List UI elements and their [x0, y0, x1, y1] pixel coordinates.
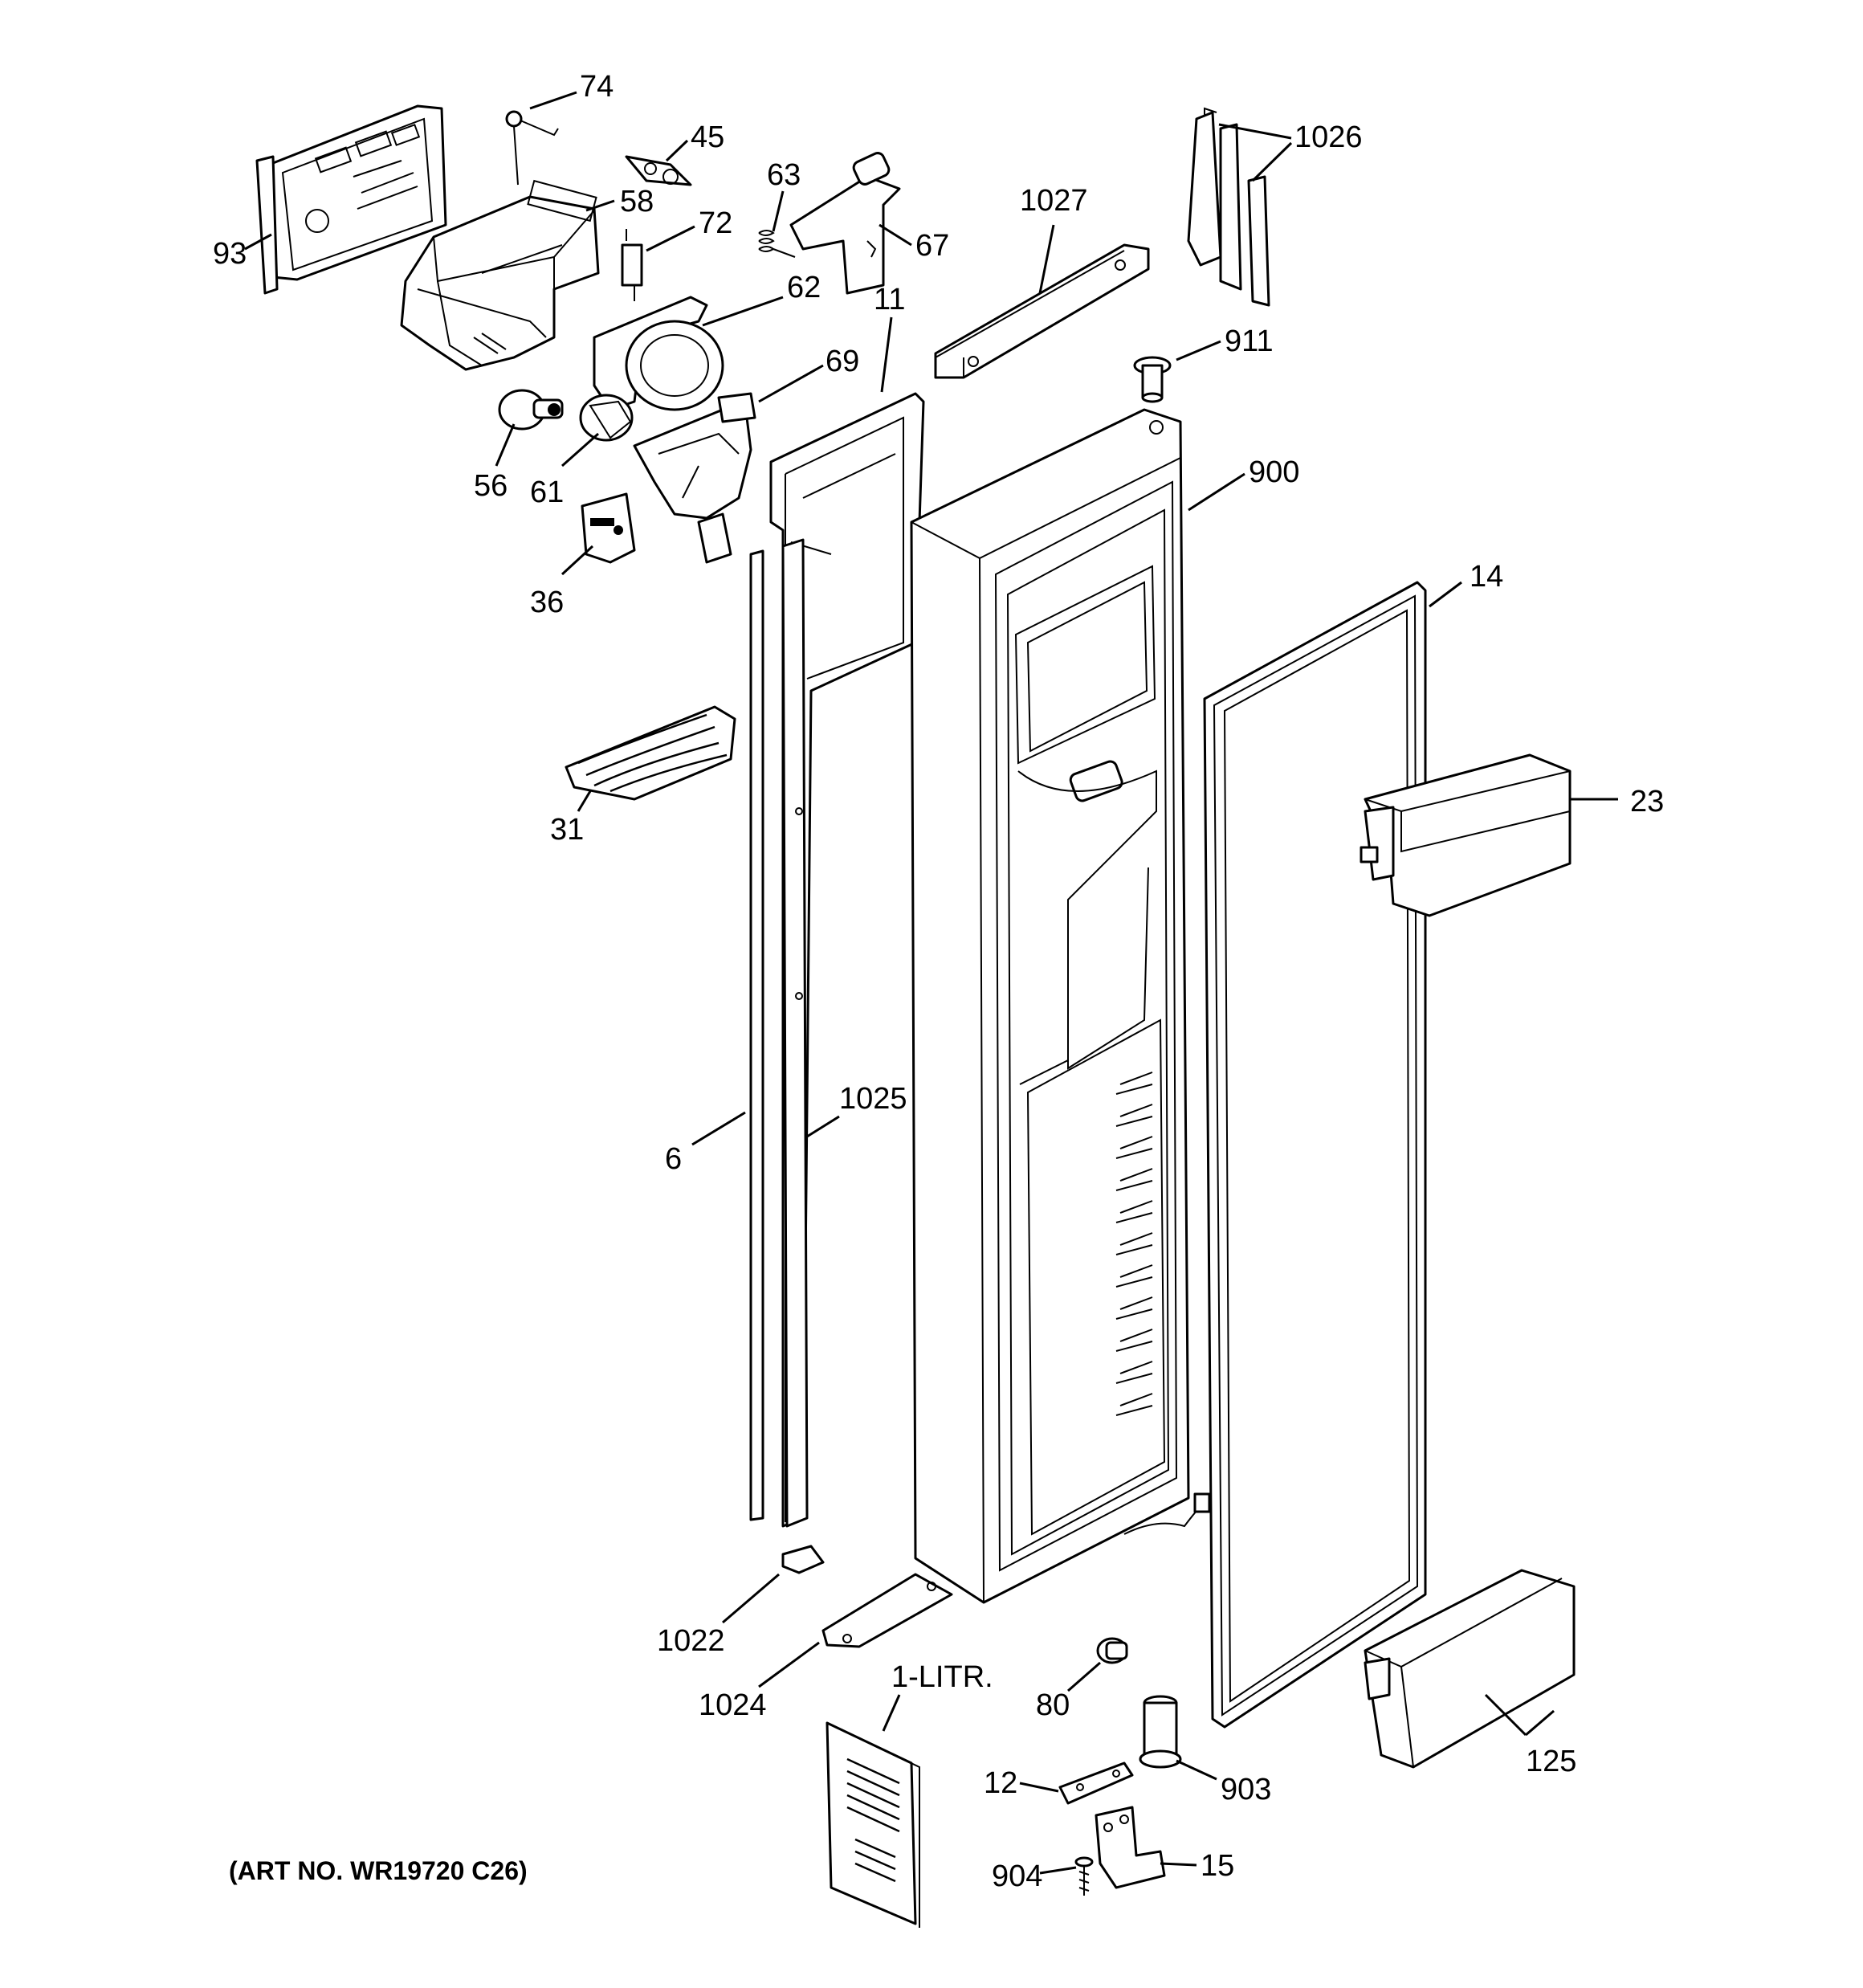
part-15-lower-hinge [1095, 1806, 1166, 1889]
label-11: 11 [874, 283, 905, 316]
part-56-solenoid [498, 389, 564, 431]
part-36-bracket [581, 492, 636, 564]
part-1024-bottom-bracket [821, 1573, 953, 1648]
label-1-litr: 1-LITR. [891, 1660, 993, 1694]
part-58-dispenser-housing [400, 179, 600, 371]
part-93-control-panel [255, 104, 447, 295]
part-903-hinge-pin [1139, 1695, 1182, 1769]
part-1025-side-rail [781, 538, 809, 1528]
part-72-switch [621, 229, 643, 301]
part-61-motor [579, 394, 634, 442]
label-1024: 1024 [699, 1688, 767, 1722]
label-911: 911 [1225, 325, 1274, 358]
door-slot-row [1115, 1072, 1153, 1416]
label-62: 62 [787, 271, 821, 304]
label-1027: 1027 [1020, 184, 1088, 218]
part-1027-top-cap [934, 243, 1150, 379]
label-69: 69 [826, 345, 859, 378]
part-31-grille [565, 705, 736, 801]
label-61: 61 [530, 476, 564, 509]
label-67: 67 [915, 229, 949, 263]
label-15: 15 [1201, 1849, 1234, 1883]
art-number: (ART NO. WR19720 C26) [229, 1856, 528, 1885]
part-1026-hinge-trim [1187, 107, 1270, 307]
part-62-chute-ring [593, 296, 724, 411]
part-900-door [910, 408, 1211, 1604]
part-69-funnel [633, 392, 756, 564]
label-903: 903 [1221, 1773, 1271, 1806]
label-58: 58 [620, 185, 654, 218]
part-904-screw [1074, 1856, 1094, 1896]
label-72: 72 [699, 206, 732, 240]
label-36: 36 [530, 586, 564, 619]
part-45-bracket [625, 155, 692, 186]
part-67-actuator [789, 152, 901, 295]
label-63: 63 [767, 158, 801, 192]
part-74-spring [505, 110, 559, 186]
part-911-bushing [1133, 356, 1172, 403]
label-23: 23 [1630, 785, 1664, 818]
label-1022: 1022 [657, 1624, 725, 1658]
label-6: 6 [665, 1142, 682, 1176]
label-14: 14 [1470, 560, 1503, 594]
part-63-spring [758, 230, 796, 258]
part-number-labels: 74 45 63 93 58 72 67 1027 1026 11 62 911… [213, 70, 1664, 1893]
label-1025: 1025 [839, 1082, 907, 1116]
label-45: 45 [691, 120, 724, 154]
part-14-gasket [1203, 581, 1427, 1729]
part-80-plug [1096, 1637, 1128, 1664]
label-56: 56 [474, 469, 508, 503]
part-1022-clip [781, 1545, 825, 1574]
leader-lines [244, 91, 1618, 1875]
label-80: 80 [1036, 1688, 1070, 1722]
part-1-litr-literature [826, 1721, 920, 1928]
part-125-door-bin [1364, 1569, 1576, 1769]
label-31: 31 [550, 813, 584, 847]
part-23-door-bin [1360, 753, 1572, 917]
label-900: 900 [1249, 455, 1299, 489]
label-125: 125 [1526, 1745, 1576, 1778]
label-74: 74 [580, 70, 614, 104]
label-12: 12 [984, 1766, 1017, 1800]
label-904: 904 [992, 1859, 1042, 1893]
part-6-strip [749, 549, 764, 1521]
label-93: 93 [213, 237, 247, 271]
part-12-plate [1058, 1761, 1134, 1805]
label-1026: 1026 [1294, 120, 1363, 154]
